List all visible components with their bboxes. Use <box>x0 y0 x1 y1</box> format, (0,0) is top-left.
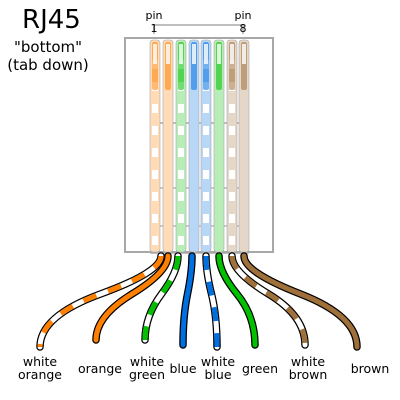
pin-channel-4 <box>188 39 200 253</box>
pin-3-stripe-gap <box>178 236 184 245</box>
wire-label-4-line-1: blue <box>169 361 196 376</box>
pin-channel-6 <box>213 39 225 253</box>
pin-8-word: pin <box>234 9 251 22</box>
pin-7-stripe-gap <box>229 214 235 223</box>
wire-label-3-line-2: green <box>129 367 165 382</box>
wire-layer <box>36 252 361 351</box>
pin-7-stripe-gap <box>229 148 235 157</box>
pin-5-stripe-gap <box>203 104 209 113</box>
pin-3-stripe-gap <box>178 126 184 135</box>
pin-1-number: 1 <box>151 22 158 35</box>
wire-5-stripe <box>203 255 220 348</box>
pin-1-stripe-gap <box>152 236 158 245</box>
wire-label-6: green <box>242 361 278 376</box>
subtitle-line-2: (tab down) <box>7 56 89 74</box>
wire-1-stripe <box>37 255 164 348</box>
wire-label-7-line-1: white <box>291 354 326 369</box>
pin-1-stripe-gap <box>152 104 158 113</box>
pin-5-stripe-gap <box>203 192 209 201</box>
pin-5-stripe-gap <box>203 148 209 157</box>
wire-label-6-line-1: green <box>242 361 278 376</box>
pin-7-stripe-gap <box>229 104 235 113</box>
wire-label-1-line-1: white <box>23 354 58 369</box>
pin-1-stripe-gap <box>152 148 158 157</box>
pin-5-stripe-gap <box>203 126 209 135</box>
pin-1-word: pin <box>145 9 162 22</box>
pin-3-stripe-gap <box>178 148 184 157</box>
pin-contact-shine-6 <box>217 44 221 64</box>
pin-1-stripe-gap <box>152 126 158 135</box>
pin-1-stripe-gap <box>152 170 158 179</box>
pin-contact-shine-4 <box>192 44 196 64</box>
pin-5-stripe-gap <box>203 214 209 223</box>
wire-3-stripe <box>142 255 181 341</box>
wire-label-5-line-2: blue <box>204 367 231 382</box>
pin-5-stripe-gap <box>203 170 209 179</box>
wire-label-3-line-1: white <box>130 354 165 369</box>
connector-body <box>124 37 274 253</box>
pin-5-stripe-gap <box>203 236 209 245</box>
wire-label-5-line-1: white <box>201 354 236 369</box>
pin-contact-shine-8 <box>242 44 246 64</box>
pin-3-stripe-gap <box>178 170 184 179</box>
wire-2-color <box>93 253 171 343</box>
wire-7-stripe <box>229 255 308 346</box>
pin-3-stripe-gap <box>178 104 184 113</box>
wire-label-1-line-2: orange <box>18 367 62 382</box>
diagram-title: RJ45 <box>22 5 81 35</box>
pin-contact-shine-1 <box>153 44 157 64</box>
pin-1-stripe-gap <box>152 192 158 201</box>
wire-4-color <box>180 253 195 348</box>
pin-3-stripe-gap <box>178 192 184 201</box>
pin-7-stripe-gap <box>229 192 235 201</box>
pin-channel-8 <box>238 39 250 253</box>
pin-contact-shine-7 <box>230 44 234 64</box>
pin-contact-shine-2 <box>166 44 170 64</box>
wire-6-color <box>216 253 258 348</box>
pin-channel-2 <box>162 39 174 253</box>
pin-7-stripe-gap <box>229 236 235 245</box>
pin-3-stripe-gap <box>178 214 184 223</box>
wire-8-color <box>241 253 360 350</box>
wire-label-2-line-1: orange <box>78 361 122 376</box>
pin-1-stripe-gap <box>152 214 158 223</box>
pin-7-stripe-gap <box>229 170 235 179</box>
wire-label-8-line-1: brown <box>351 361 390 376</box>
pin-7-stripe-gap <box>229 126 235 135</box>
wire-label-2: orange <box>78 361 122 376</box>
wire-label-4: blue <box>169 361 196 376</box>
pin-contact-shine-5 <box>204 44 208 64</box>
pin-range-bracket <box>153 24 244 34</box>
subtitle-line-1: "bottom" <box>14 38 82 56</box>
pin-contact-shine-3 <box>179 44 183 64</box>
pin-8-number: 8 <box>240 22 247 35</box>
wire-label-7-line-2: brown <box>289 367 328 382</box>
wire-label-8: brown <box>351 361 390 376</box>
connector-layer <box>124 24 274 254</box>
text-layer: RJ45 "bottom" (tab down) pin 1 pin 8 whi… <box>7 5 389 382</box>
